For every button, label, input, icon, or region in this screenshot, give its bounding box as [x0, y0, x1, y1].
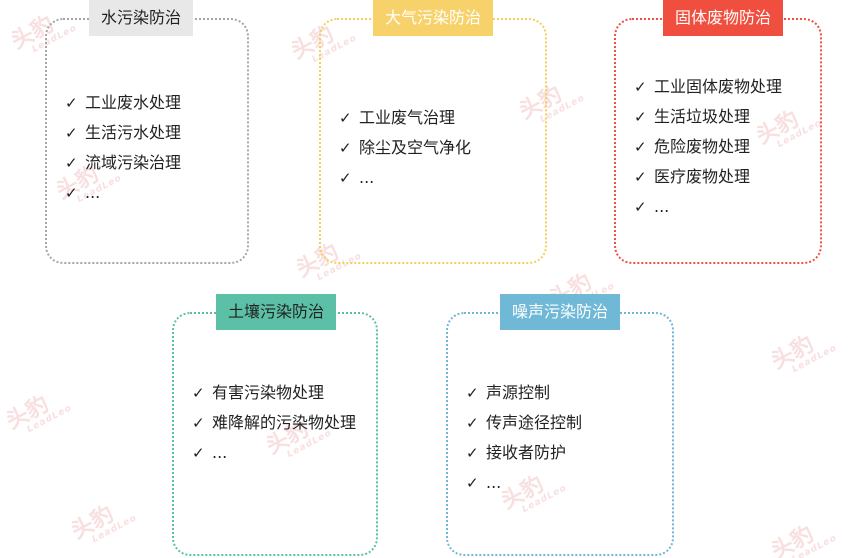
check-icon: ✓ [634, 108, 647, 126]
list-item: ✓ 生活垃圾处理 [634, 102, 822, 132]
card-air-pollution: 大气污染防治 ✓ 工业废气治理 ✓ 除尘及空气净化 ✓... [319, 0, 547, 264]
list-item-text: 医疗废物处理 [654, 167, 751, 186]
check-icon: ✓ [634, 198, 647, 216]
list-item-text: ... [486, 473, 502, 492]
card-list-air: ✓ 工业废气治理 ✓ 除尘及空气净化 ✓... [339, 103, 539, 193]
check-icon: ✓ [339, 109, 352, 127]
check-icon: ✓ [634, 168, 647, 186]
list-item: ✓ 难降解的污染物处理 [192, 408, 360, 438]
card-title-soil: 土壤污染防治 [216, 294, 337, 330]
card-title-water: 水污染防治 [89, 0, 194, 36]
list-item-text: ... [212, 443, 228, 462]
card-title-solid: 固体废物防治 [663, 0, 784, 36]
list-item: ✓ 医疗废物处理 [634, 162, 822, 192]
list-item-text: 生活垃圾处理 [654, 107, 751, 126]
list-item: ✓ 生活污水处理 [65, 118, 245, 148]
list-item-text: 流域污染治理 [85, 153, 182, 172]
check-icon: ✓ [65, 154, 78, 172]
card-water-pollution: 水污染防治 ✓ 工业废水处理 ✓ 生活污水处理 ✓ 流域污染治理 ✓... [45, 0, 249, 264]
list-item-text: 传声途径控制 [486, 413, 583, 432]
list-item-text: 工业固体废物处理 [654, 77, 783, 96]
check-icon: ✓ [466, 444, 479, 462]
check-icon: ✓ [466, 384, 479, 402]
list-item-text: 有害污染物处理 [212, 383, 325, 402]
list-item: ✓ 工业废水处理 [65, 88, 245, 118]
list-item: ✓... [634, 192, 822, 222]
card-title-noise: 噪声污染防治 [500, 294, 621, 330]
list-item-text: 工业废气治理 [359, 108, 456, 127]
list-item: ✓ 流域污染治理 [65, 148, 245, 178]
check-icon: ✓ [466, 414, 479, 432]
list-item: ✓ 除尘及空气净化 [339, 133, 539, 163]
list-item-text: 声源控制 [486, 383, 551, 402]
card-noise-pollution: 噪声污染防治 ✓ 声源控制 ✓ 传声途径控制 ✓ 接收者防护 ✓... [446, 294, 674, 556]
list-item: ✓ 危险废物处理 [634, 132, 822, 162]
list-item: ✓... [192, 438, 360, 468]
list-item: ✓ 接收者防护 [466, 438, 666, 468]
check-icon: ✓ [634, 138, 647, 156]
list-item-text: 危险废物处理 [654, 137, 751, 156]
card-soil-pollution: 土壤污染防治 ✓ 有害污染物处理 ✓ 难降解的污染物处理 ✓... [172, 294, 378, 556]
list-item: ✓ 工业固体废物处理 [634, 72, 822, 102]
check-icon: ✓ [65, 124, 78, 142]
list-item-text: ... [654, 197, 670, 216]
list-item: ✓ 声源控制 [466, 378, 666, 408]
card-list-noise: ✓ 声源控制 ✓ 传声途径控制 ✓ 接收者防护 ✓... [466, 378, 666, 498]
card-list-soil: ✓ 有害污染物处理 ✓ 难降解的污染物处理 ✓... [192, 378, 360, 468]
card-title-air: 大气污染防治 [373, 0, 494, 36]
list-item: ✓ 有害污染物处理 [192, 378, 360, 408]
card-solid-waste: 固体废物防治 ✓ 工业固体废物处理 ✓ 生活垃圾处理 ✓ 危险废物处理 ✓ 医疗废物处理 ✓..… [614, 0, 822, 264]
check-icon: ✓ [192, 444, 205, 462]
list-item: ✓... [466, 468, 666, 498]
list-item-text: ... [85, 183, 101, 202]
list-item-text: 难降解的污染物处理 [212, 413, 357, 432]
check-icon: ✓ [634, 78, 647, 96]
list-item: ✓... [339, 163, 539, 193]
check-icon: ✓ [339, 169, 352, 187]
card-list-solid: ✓ 工业固体废物处理 ✓ 生活垃圾处理 ✓ 危险废物处理 ✓ 医疗废物处理 ✓... [634, 72, 822, 222]
list-item-text: 除尘及空气净化 [359, 138, 472, 157]
check-icon: ✓ [65, 184, 78, 202]
check-icon: ✓ [65, 94, 78, 112]
card-list-water: ✓ 工业废水处理 ✓ 生活污水处理 ✓ 流域污染治理 ✓... [65, 88, 245, 208]
list-item-text: 生活污水处理 [85, 123, 182, 142]
list-item: ✓ 传声途径控制 [466, 408, 666, 438]
list-item: ✓... [65, 178, 245, 208]
list-item-text: 接收者防护 [486, 443, 567, 462]
check-icon: ✓ [466, 474, 479, 492]
list-item-text: 工业废水处理 [85, 93, 182, 112]
list-item: ✓ 工业废气治理 [339, 103, 539, 133]
list-item-text: ... [359, 168, 375, 187]
check-icon: ✓ [339, 139, 352, 157]
check-icon: ✓ [192, 384, 205, 402]
check-icon: ✓ [192, 414, 205, 432]
